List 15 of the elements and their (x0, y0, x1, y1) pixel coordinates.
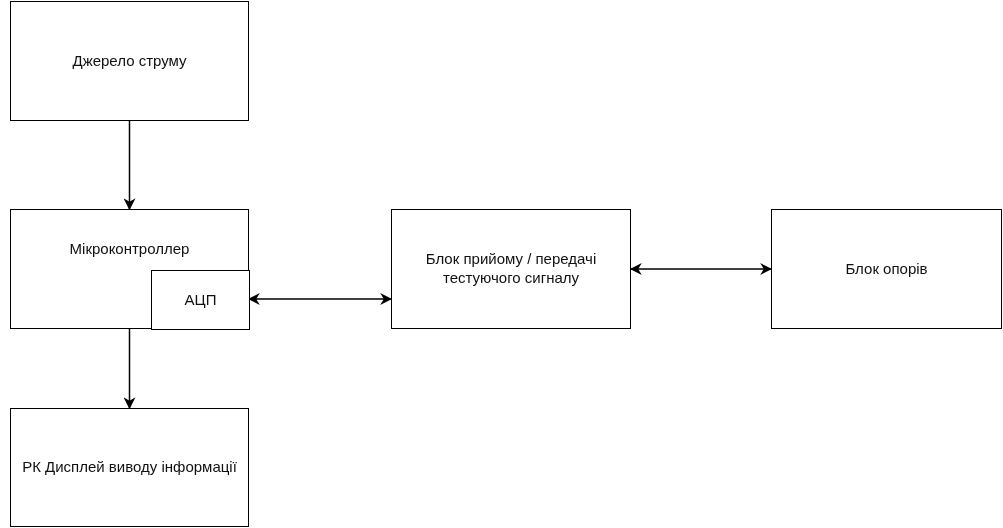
adc-box (151, 270, 250, 330)
display-box (10, 408, 249, 527)
node-label: Блок опорів (844, 259, 929, 279)
power-source-box (10, 1, 249, 121)
arrow (123, 328, 136, 410)
node-label: Блок прийому / передачі тестуючого сигналу (424, 250, 598, 288)
transceiver-box (391, 209, 631, 329)
arrow (629, 263, 773, 275)
node-label: Джерело струму (71, 51, 188, 71)
node-label: АЦП (183, 290, 218, 310)
node-label: РК Дисплей виводу інформації (21, 458, 238, 477)
node-label: Мікроконтроллер (68, 240, 191, 259)
resistor-block-box (771, 209, 1002, 329)
arrow (123, 120, 136, 211)
microcontroller-box (10, 209, 249, 329)
